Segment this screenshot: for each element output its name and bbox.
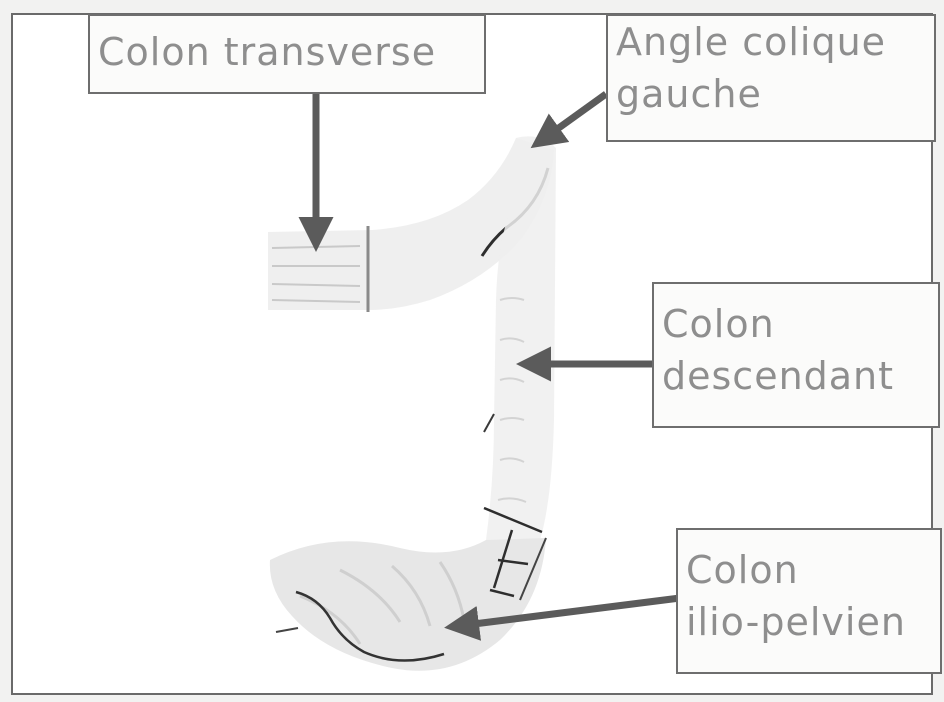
label-line: Colon (662, 298, 930, 350)
label-line: Colon transverse (98, 26, 476, 78)
label-line: gauche (616, 68, 926, 120)
label-colon-ilio-pelvien: Colon ilio-pelvien (676, 528, 942, 674)
label-line: Colon (686, 544, 932, 596)
label-line: ilio-pelvien (686, 596, 932, 648)
label-line: descendant (662, 350, 930, 402)
label-line: Angle colique (616, 16, 926, 68)
label-angle-colique-gauche: Angle colique gauche (606, 14, 936, 142)
label-colon-transverse: Colon transverse (88, 14, 486, 94)
label-colon-descendant: Colon descendant (652, 282, 940, 428)
